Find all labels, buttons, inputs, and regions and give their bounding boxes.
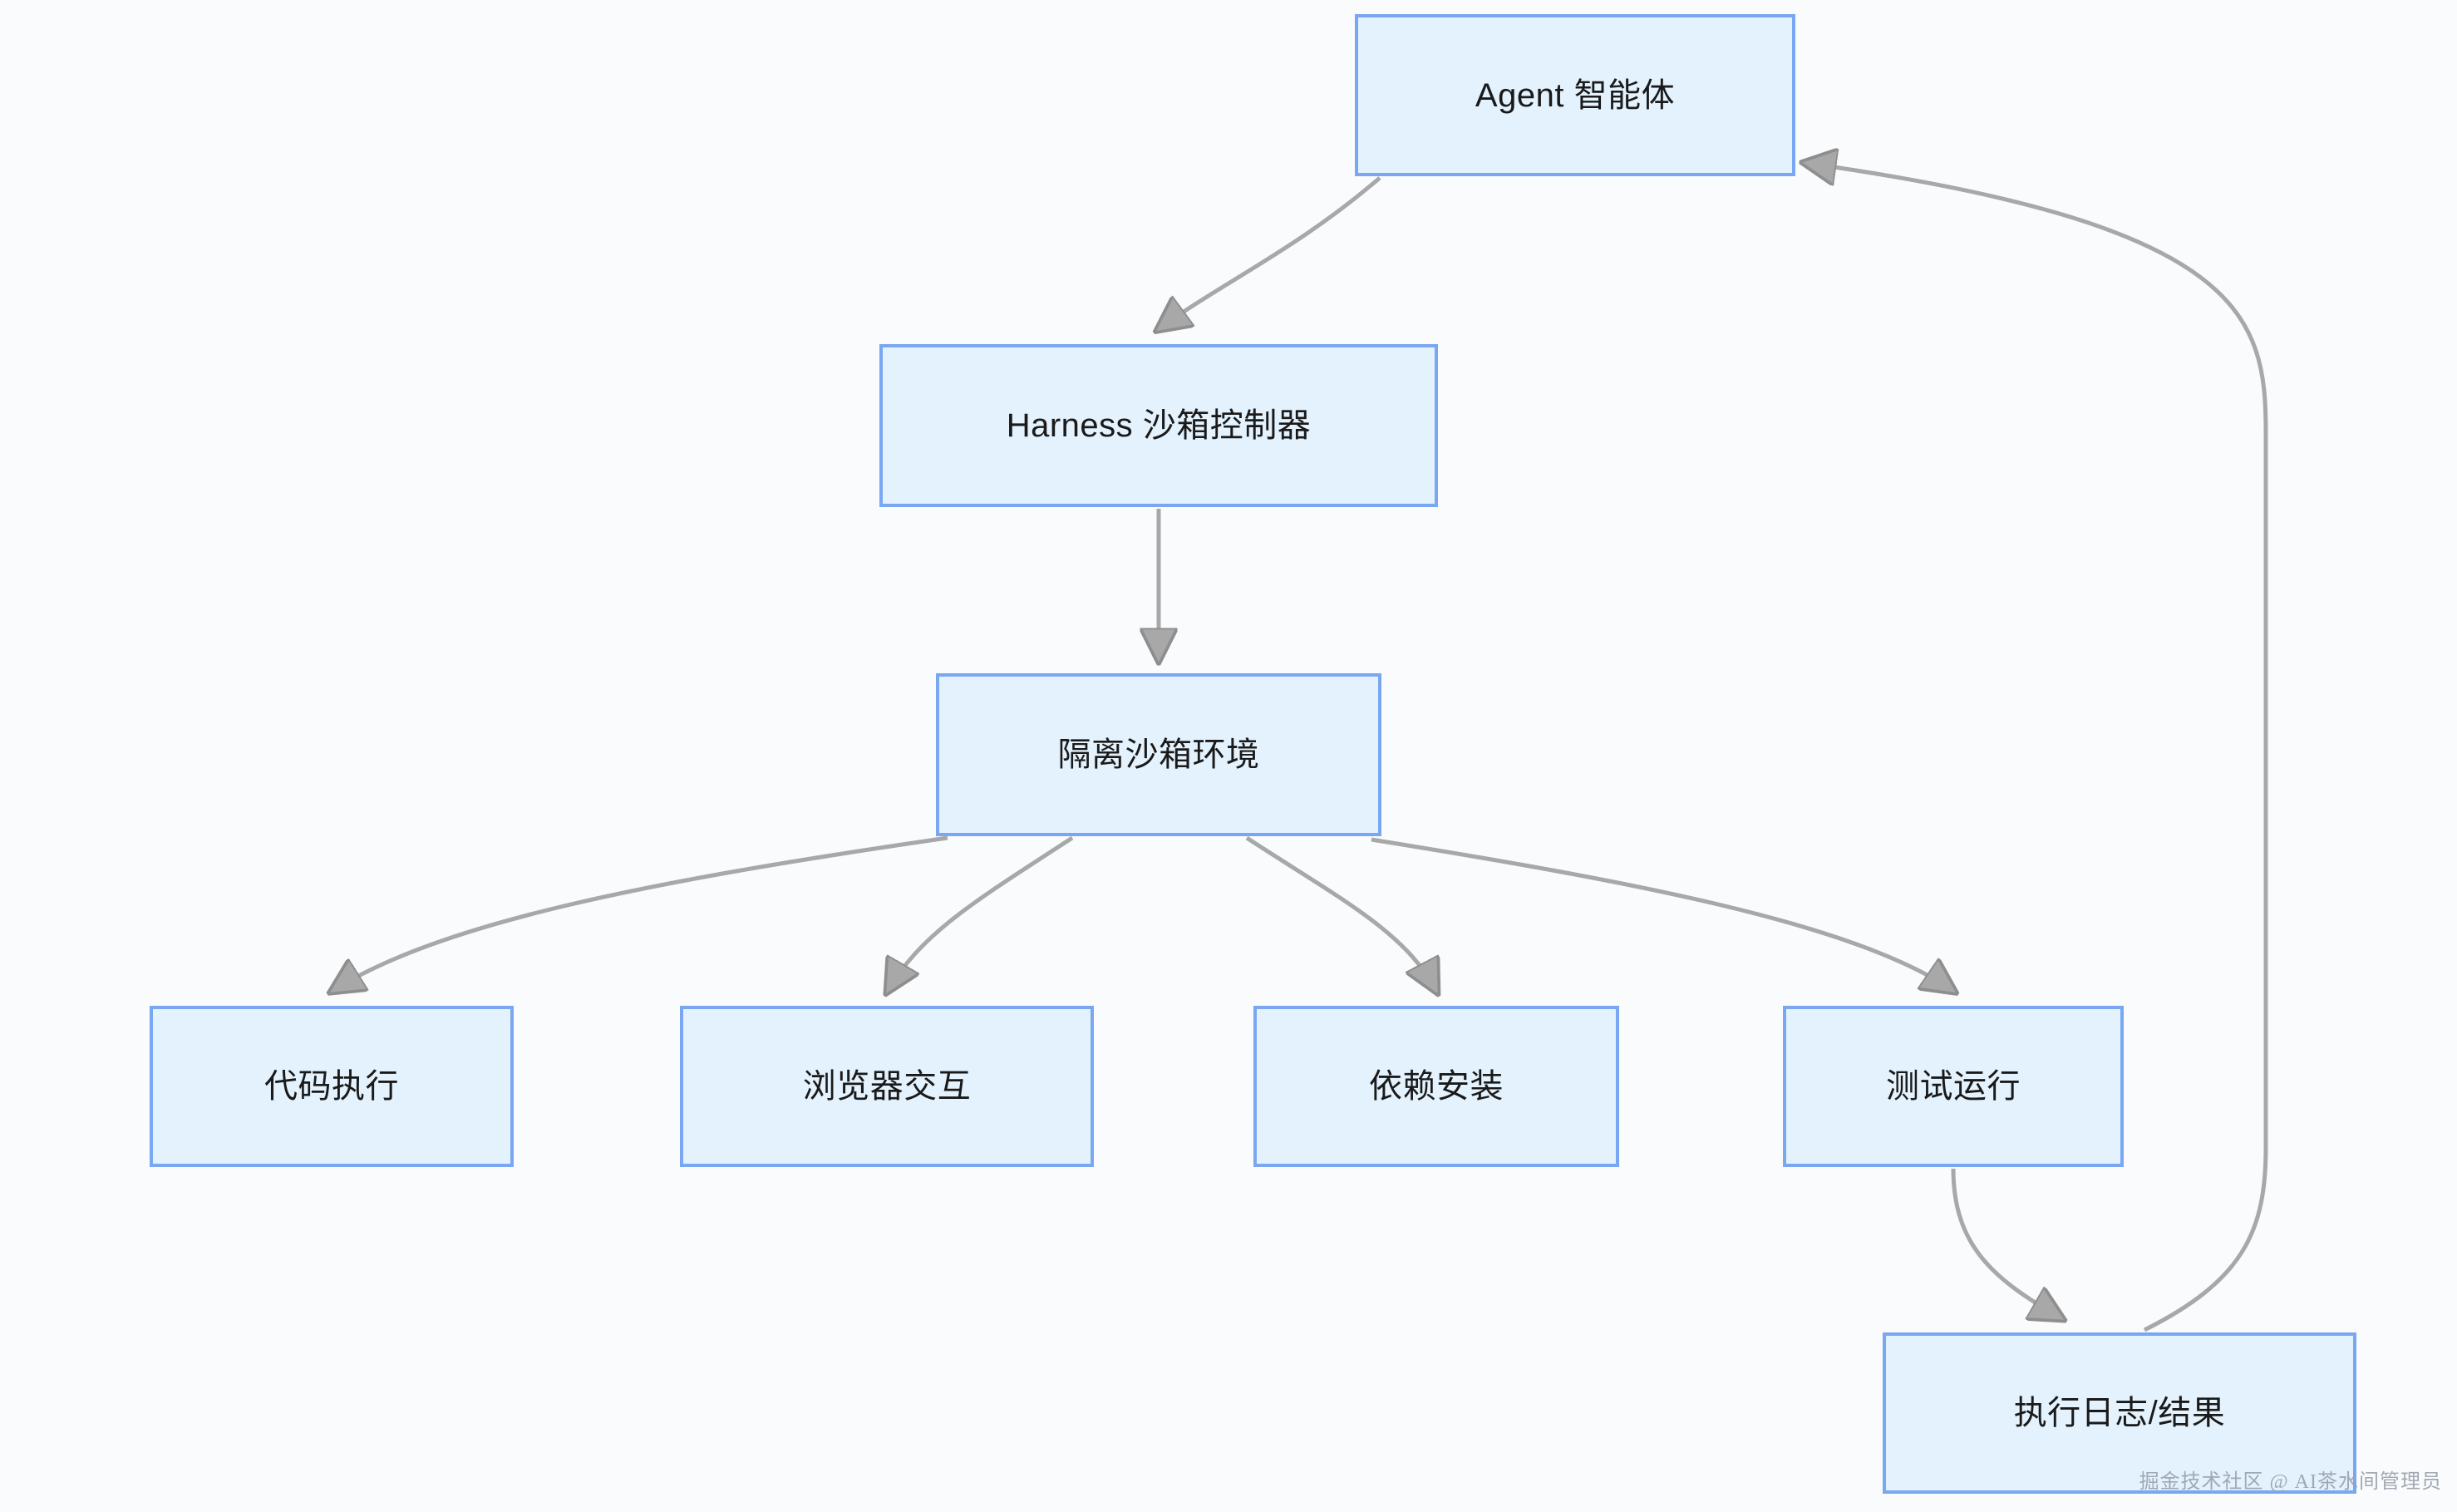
- node-code-execution-label: 代码执行: [264, 1068, 399, 1105]
- node-execution-logs-label: 执行日志/结果: [2013, 1395, 2226, 1431]
- node-execution-logs[interactable]: 执行日志/结果: [1883, 1332, 2356, 1494]
- node-test-run-label: 测试运行: [1886, 1068, 2021, 1105]
- node-agent[interactable]: Agent 智能体: [1355, 14, 1795, 176]
- edge-sandbox-to-browser: [888, 835, 1074, 991]
- node-test-run[interactable]: 测试运行: [1783, 1006, 2124, 1167]
- node-isolated-sandbox-label: 隔离沙箱环境: [1057, 736, 1260, 773]
- node-isolated-sandbox[interactable]: 隔离沙箱环境: [936, 673, 1381, 836]
- edge-sandbox-to-test: [1371, 837, 1953, 991]
- node-dependency-install-label: 依赖安装: [1369, 1068, 1504, 1105]
- edge-sandbox-to-code: [332, 835, 948, 991]
- node-agent-label: Agent 智能体: [1475, 76, 1676, 114]
- watermark: 掘金技术社区 @ AI茶水间管理员: [2139, 1471, 2442, 1493]
- node-code-execution[interactable]: 代码执行: [150, 1006, 514, 1167]
- edge-agent-to-harness: [1159, 176, 1381, 329]
- edge-sandbox-to-deps: [1245, 835, 1436, 991]
- edge-test-to-logs: [1951, 1168, 2061, 1318]
- node-dependency-install[interactable]: 依赖安装: [1253, 1006, 1619, 1167]
- node-harness-controller[interactable]: Harness 沙箱控制器: [879, 344, 1438, 507]
- node-browser-interaction[interactable]: 浏览器交互: [680, 1006, 1094, 1167]
- node-harness-controller-label: Harness 沙箱控制器: [1006, 407, 1312, 444]
- node-browser-interaction-label: 浏览器交互: [802, 1068, 972, 1105]
